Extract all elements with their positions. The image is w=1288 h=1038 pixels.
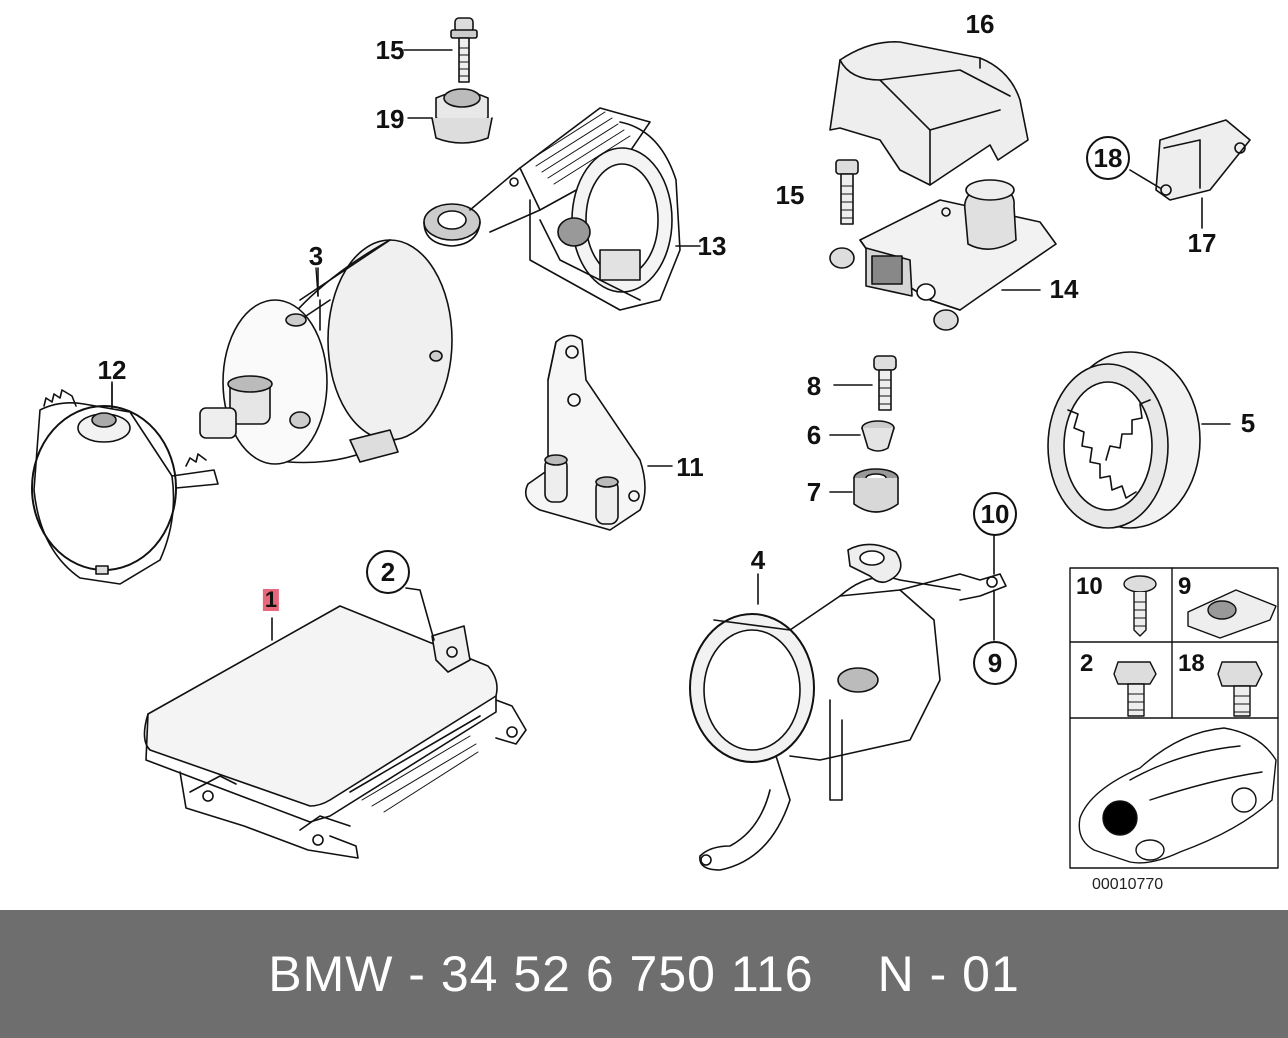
callout-3: 3 xyxy=(308,241,324,271)
callout-13: 13 xyxy=(697,231,727,261)
bolt-8-drawing xyxy=(833,355,897,411)
position-text: N - 01 xyxy=(877,946,1020,1002)
grommet-7-drawing xyxy=(829,468,899,513)
strap-12-drawing xyxy=(31,381,219,585)
callout-10-circled: 10 xyxy=(973,492,1017,536)
diagram-code: 00010770 xyxy=(1092,876,1164,893)
callout-4: 4 xyxy=(750,545,766,575)
clip-17-drawing xyxy=(1129,119,1251,229)
gear-ring-5-drawing xyxy=(1047,351,1231,529)
callout-9-circled: 9 xyxy=(973,641,1017,685)
callout-18-circled: 18 xyxy=(1086,136,1130,180)
callout-6: 6 xyxy=(806,420,822,450)
bracket-4-drawing xyxy=(689,529,1007,871)
leader-lines xyxy=(111,49,453,409)
sleeve-6-drawing xyxy=(829,420,895,452)
callout-7: 7 xyxy=(806,477,822,507)
callout-15-top: 15 xyxy=(375,35,405,65)
control-module-1-drawing xyxy=(143,587,527,859)
callout-11: 11 xyxy=(676,452,704,482)
callout-1-highlighted: 1 xyxy=(262,587,280,612)
callout-12: 12 xyxy=(97,355,127,385)
bracket-11-drawing xyxy=(524,334,673,531)
bolt-15-top-drawing xyxy=(450,17,478,83)
legend-label-9: 9 xyxy=(1178,573,1192,600)
callout-2-circled: 2 xyxy=(366,550,410,594)
callout-16: 16 xyxy=(965,9,995,39)
sensor-14-drawing xyxy=(829,179,1057,331)
callout-15-mid: 15 xyxy=(775,180,805,210)
part-number-text: BMW - 34 52 6 750 116 xyxy=(268,946,814,1002)
legend-label-2: 2 xyxy=(1080,650,1094,677)
callout-8: 8 xyxy=(806,371,822,401)
motor-3-drawing xyxy=(199,239,453,465)
callout-14: 14 xyxy=(1049,274,1079,304)
callout-19: 19 xyxy=(375,104,405,134)
callout-5: 5 xyxy=(1240,408,1256,438)
cover-16-drawing xyxy=(829,41,1029,186)
legend-label-18: 18 xyxy=(1178,650,1205,677)
parts-diagram: 15 19 16 18 15 17 13 3 14 12 8 5 6 11 7 … xyxy=(31,9,1279,893)
legend-box xyxy=(1069,567,1279,869)
bolt-15-mid-drawing xyxy=(835,159,859,225)
footer-bar: BMW - 34 52 6 750 116 N - 01 xyxy=(0,910,1288,1038)
bracket-13-drawing xyxy=(423,107,701,311)
legend-label-10: 10 xyxy=(1076,573,1103,600)
bushing-19-drawing xyxy=(431,88,493,144)
callout-17: 17 xyxy=(1187,228,1217,258)
